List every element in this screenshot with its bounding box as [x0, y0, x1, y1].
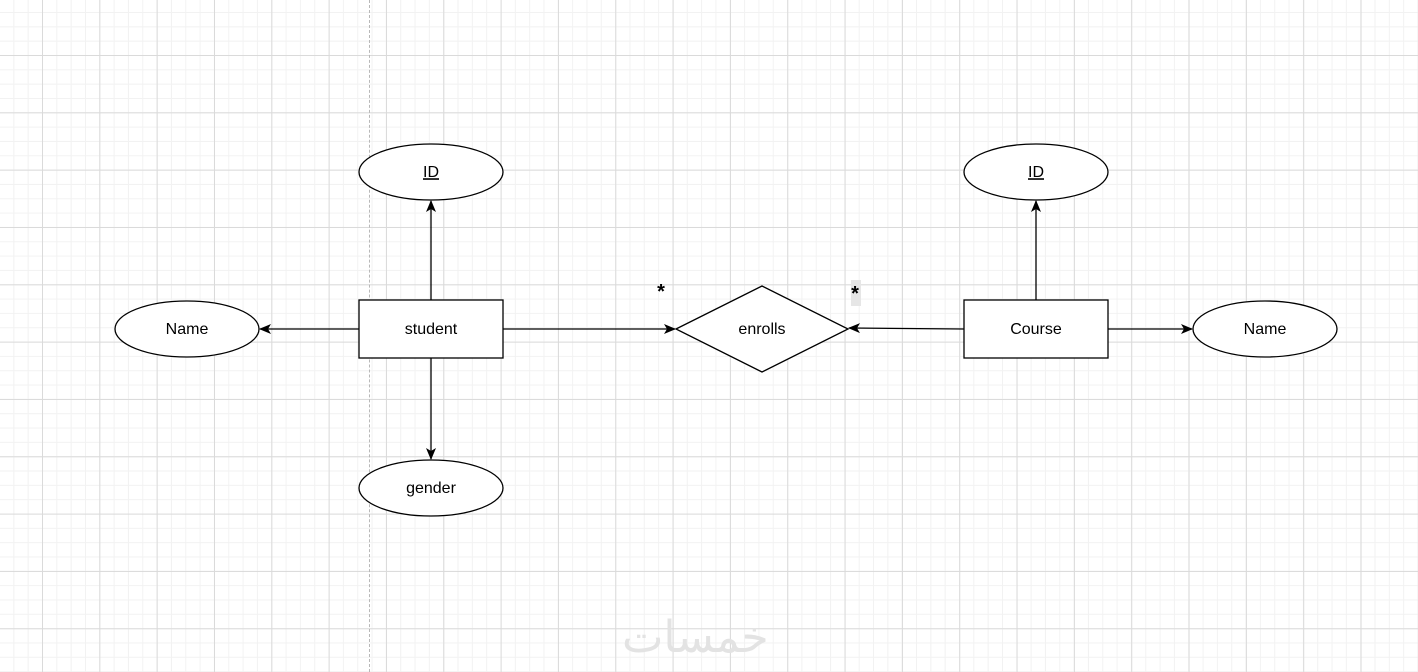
- entity-label: student: [405, 321, 458, 338]
- cardinality-course[interactable]: *: [851, 283, 859, 305]
- attribute-label: Name: [1244, 321, 1287, 338]
- entity-course[interactable]: Course: [963, 299, 1109, 359]
- edge-course-enrolls[interactable]: [848, 323, 965, 334]
- attribute-student-id[interactable]: ID: [358, 143, 504, 201]
- relationship-enrolls[interactable]: enrolls: [674, 285, 850, 373]
- attribute-student-name[interactable]: Name: [114, 300, 260, 358]
- attribute-label: gender: [406, 480, 456, 497]
- selection-highlight: [851, 280, 861, 306]
- entity-label: Course: [1010, 321, 1062, 338]
- attribute-student-gender[interactable]: gender: [358, 459, 504, 517]
- watermark-logo: خمسات: [622, 612, 769, 663]
- attribute-course-id[interactable]: ID: [963, 143, 1109, 201]
- relationship-label: enrolls: [738, 321, 785, 338]
- entity-student[interactable]: student: [358, 299, 504, 359]
- attribute-label: Name: [166, 321, 209, 338]
- attribute-course-name[interactable]: Name: [1192, 300, 1338, 358]
- cardinality-student[interactable]: *: [657, 281, 665, 303]
- attribute-label: ID: [1028, 164, 1044, 181]
- attribute-label: ID: [423, 164, 439, 181]
